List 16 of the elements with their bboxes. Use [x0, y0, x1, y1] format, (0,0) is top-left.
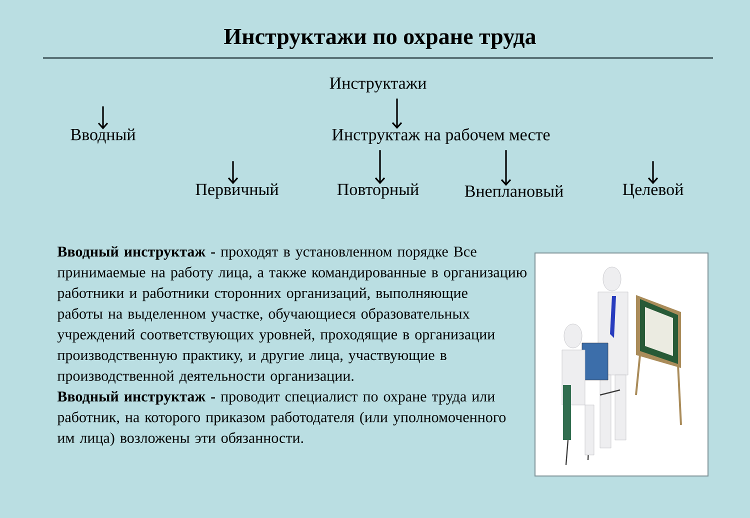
title: Инструктажи по охране труда: [224, 28, 536, 49]
arrow: [648, 161, 658, 184]
node-label: Вводный: [70, 128, 136, 144]
paragraph: Вводный инструктаж - проходят в установленном порядке Все принимаемые на работу лица, а также командированные в организацию работники и работники сторонних организаций, выполняющие работы на выделенном участке, обучающиеся образовательных учреждений соответствующих уровней, проходящие в организации производственную практику, и другие лица, участвующие в производственной деятельности организации.: [57, 246, 527, 384]
node-label: Целевой: [622, 183, 684, 199]
arrow: [374, 150, 386, 184]
node-label: Внеплановый: [464, 185, 564, 197]
arrow: [392, 98, 402, 129]
node-label: Инструктажи: [330, 78, 426, 92]
node-label: Повторный: [337, 183, 419, 199]
paragraph: Вводный инструктаж - проводит специалист по охране труда или работник, на которого приказом работодателя (или уполномоченного им лица) возложены эти обязанности.: [57, 391, 506, 446]
node-label: Первичный: [196, 183, 278, 199]
arrow: [500, 150, 512, 186]
arrow: [228, 161, 238, 184]
arrow: [98, 106, 108, 130]
node-label: Инструктаж на рабочем месте: [332, 128, 550, 144]
